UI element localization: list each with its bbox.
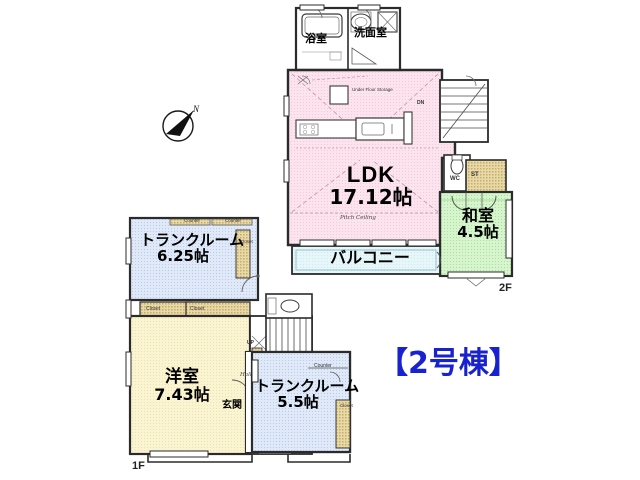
trunk1-counter — [169, 218, 253, 226]
first-floor-group — [125, 216, 352, 463]
under-floor-storage-label: Under Floor Storage — [352, 87, 393, 92]
trunk-room-1-label: トランクルーム 6.25帖 — [140, 231, 245, 265]
trunk-room-2-area: 5.5帖 — [277, 392, 319, 411]
washitsu-sliding-door — [447, 271, 505, 279]
floor-label-2f: 2F — [499, 282, 512, 294]
youshitsu-window-bottom — [149, 450, 209, 458]
stairs-2f-direction — [442, 83, 486, 139]
ldk-label: LDK 17.12帖 — [316, 163, 426, 208]
bath-drain — [329, 51, 342, 61]
stairs-1f-outline — [265, 315, 313, 353]
kitchen-island-icon — [355, 117, 405, 141]
storage-label: ST — [471, 172, 479, 178]
compass-needle — [166, 110, 194, 136]
stairs-1f-treads — [269, 316, 307, 352]
trunk2-left-gap — [246, 352, 252, 452]
ldk-left-windows — [283, 95, 290, 183]
trunk1-door-swing — [241, 275, 259, 293]
genkan-label: 玄関 — [222, 400, 242, 411]
storage-st-area — [465, 159, 507, 193]
closet-label-d: Counter — [314, 363, 332, 369]
ldk-fill — [288, 70, 455, 245]
trunk-room-2-label: トランクルーム 5.5帖 — [255, 377, 360, 411]
trunk2-closet — [335, 399, 351, 449]
trunk1-closet — [235, 229, 251, 279]
page-title: 【2号棟】 — [378, 346, 519, 381]
washitsu-step — [465, 277, 487, 287]
youshitsu-name: 洋室 — [165, 367, 199, 387]
kitchen-sink-icon — [361, 122, 385, 136]
bath-window — [299, 4, 325, 11]
ldk-name: LDK — [346, 162, 396, 187]
trunk-room-1-area: 6.25帖 — [156, 246, 209, 265]
toilet-tank-icon — [451, 154, 463, 161]
trunk-room-1-name: トランクルーム — [140, 231, 245, 249]
trunk2-door-swing — [329, 371, 341, 383]
toilet-1f-bowl-icon — [280, 299, 300, 313]
youshitsu-label: 洋室 7.43帖 — [142, 367, 222, 404]
closet-label-b: Closet — [190, 306, 205, 312]
washitsu-label: 和室 4.5帖 — [445, 206, 511, 241]
cooktop-icon — [299, 123, 319, 136]
balcony-door-swing — [436, 251, 441, 269]
wc-label: WC — [450, 176, 460, 182]
senmenshitsu-label: 洗面室 — [354, 26, 387, 39]
balcony-sliding-doors — [299, 239, 437, 247]
wall-bump-left — [125, 299, 132, 319]
wash-basin-box — [350, 11, 372, 33]
youshitsu-area: 7.43帖 — [154, 384, 210, 404]
youshitsu-window-left — [125, 351, 132, 387]
washing-machine-icon — [377, 11, 398, 33]
toilet-1f-tank — [267, 297, 277, 315]
washitsu-name: 和室 — [461, 206, 494, 225]
north-arrow-icon: N — [162, 104, 200, 142]
pitch-ceiling-label: Pitch Ceiling — [340, 215, 376, 221]
stairs-door-swing — [465, 75, 477, 87]
trunk1-window — [125, 237, 132, 265]
ldk-door-swing — [301, 75, 311, 85]
wash-basin-inner — [354, 17, 368, 27]
balcony-inner-line — [295, 249, 437, 271]
washing-machine-cross — [377, 11, 398, 33]
stairs-2f-treads — [440, 87, 488, 129]
trunk-room-2-body — [250, 350, 352, 454]
floor-label-1f: 1F — [132, 460, 145, 472]
counter-label-b: Counter — [225, 218, 242, 223]
stairs-up-label: UP — [247, 340, 254, 346]
balcony-label: バルコニー — [330, 248, 410, 267]
trunk1-door-hinge — [256, 274, 260, 278]
counter-label-a: Counter — [184, 218, 201, 223]
trunk2-entry-door — [251, 359, 259, 383]
bathtub-icon — [301, 13, 343, 38]
washroom-window — [357, 4, 381, 11]
compass-north-label: N — [192, 104, 200, 114]
ldk-area: 17.12帖 — [329, 185, 413, 210]
entrance-cross-detail — [251, 335, 267, 351]
cooktop-burners — [302, 124, 316, 135]
refrigerator-space — [403, 111, 413, 145]
pitch-ceiling-guides — [291, 73, 439, 213]
hall-label: Hall — [240, 372, 252, 378]
stairs-down-label: DN — [417, 100, 425, 106]
yokushitsu-label: 浴室 — [305, 32, 327, 45]
closet-label-e: Closet — [340, 403, 353, 408]
closet-label-a: Closet — [146, 306, 161, 312]
washitsu-closet-swing — [451, 195, 497, 211]
washitsu-window — [505, 199, 513, 259]
closet-label-c: Closet — [240, 239, 253, 244]
ldk-dash-a — [311, 75, 369, 81]
trunk-room-2-name: トランクルーム — [255, 377, 360, 395]
foundation-lines — [147, 454, 351, 463]
under-floor-storage-shape — [351, 47, 378, 65]
under-floor-storage-icon — [329, 85, 349, 105]
washitsu-area: 4.5帖 — [457, 222, 499, 241]
second-floor-group — [283, 4, 514, 287]
